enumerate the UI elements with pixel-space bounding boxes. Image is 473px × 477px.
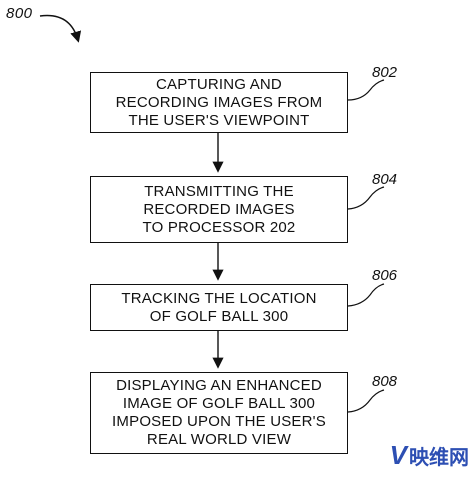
step-2-line-2: RECORDED IMAGES	[143, 200, 295, 218]
ref-leader-802	[347, 79, 385, 101]
step-4-line-4: REAL WORLD VIEW	[146, 431, 292, 448]
step-2-line-3: TO PROCESSOR 202	[142, 218, 296, 236]
watermark-text: 映维网	[409, 447, 469, 469]
step-4-line-3: IMPOSED UPON THE USER'S	[112, 413, 326, 430]
step-1-line-3: THE USER'S VIEWPOINT	[128, 111, 310, 129]
step-box-capture: CAPTURING AND RECORDING IMAGES FROM THE …	[90, 72, 348, 133]
step-4-line-2: IMAGE OF GOLF BALL 300	[122, 395, 316, 412]
ref-leader-806	[347, 283, 385, 307]
step-4-ref: 808	[372, 373, 398, 390]
step-1-ref: 802	[372, 64, 398, 81]
figure-number: 800	[6, 5, 33, 22]
step-3-line-1: TRACKING THE LOCATION	[121, 289, 317, 307]
watermark: V 映维网	[390, 440, 469, 471]
step-4-line-1: DISPLAYING AN ENHANCED	[116, 377, 322, 394]
figure-pointer-arrow	[39, 14, 82, 43]
step-1-line-1: CAPTURING AND	[156, 75, 282, 93]
step-2-line-1: TRANSMITTING THE	[144, 182, 294, 200]
step-2-ref: 804	[372, 171, 398, 188]
ref-leader-808	[347, 389, 385, 413]
step-1-line-2: RECORDING IMAGES FROM	[115, 93, 323, 111]
step-box-display: DISPLAYING AN ENHANCED IMAGE OF GOLF BAL…	[90, 372, 348, 454]
step-box-transmit: TRANSMITTING THE RECORDED IMAGES TO PROC…	[90, 176, 348, 243]
step-3-line-2: OF GOLF BALL 300	[149, 307, 289, 325]
step-box-track: TRACKING THE LOCATION OF GOLF BALL 300	[90, 284, 348, 331]
ref-leader-804	[347, 186, 385, 210]
watermark-logo: V	[389, 440, 407, 470]
step-3-ref: 806	[372, 267, 398, 284]
